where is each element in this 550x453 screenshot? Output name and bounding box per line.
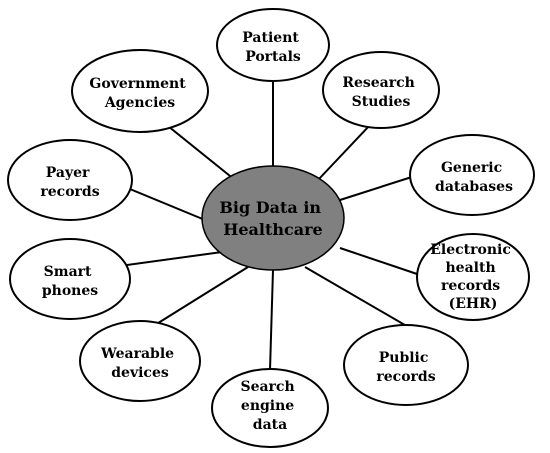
connector-electronic-health-records xyxy=(339,247,421,276)
node-smart-phones-ellipse xyxy=(9,238,131,320)
node-ehr-line-2: health xyxy=(446,260,496,276)
node-payer-records: Payer records xyxy=(7,139,133,221)
node-research-studies-line-1: Research xyxy=(342,75,414,91)
node-generic-databases: Generic databases xyxy=(409,134,535,216)
node-government-agencies: Government Agencies xyxy=(71,49,209,133)
node-payer-records-line-1: Payer xyxy=(46,165,90,181)
node-smart-phones-line-2: phones xyxy=(42,283,98,299)
node-patient-portals-line-2: Portals xyxy=(245,49,301,65)
node-search-engine-data-line-3: data xyxy=(253,417,287,433)
node-ehr-line-1: Electronic xyxy=(430,242,511,258)
node-payer-records-ellipse xyxy=(7,139,133,221)
node-government-agencies-line-1: Government xyxy=(89,76,186,92)
node-research-studies-ellipse xyxy=(322,51,440,129)
node-generic-databases-ellipse xyxy=(409,134,535,216)
node-wearable-devices-ellipse xyxy=(79,320,201,402)
hub-title-line-1: Big Data in xyxy=(219,198,321,217)
node-research-studies-label: Research Studies xyxy=(342,75,419,110)
node-patient-portals-label: Patient Portals xyxy=(242,30,303,65)
node-payer-records-label: Payer records xyxy=(40,165,99,200)
node-generic-databases-line-1: Generic xyxy=(441,160,502,176)
node-ehr-line-4: (EHR) xyxy=(449,296,498,312)
node-wearable-devices-label: Wearable devices xyxy=(100,346,179,381)
node-search-engine-data-line-1: Search xyxy=(240,379,294,395)
node-government-agencies-ellipse xyxy=(71,49,209,133)
hub: Big Data in Healthcare xyxy=(201,165,345,271)
node-patient-portals-line-1: Patient xyxy=(242,30,299,46)
node-public-records: Public records xyxy=(343,324,469,406)
node-patient-portals: Patient Portals xyxy=(216,8,330,82)
hub-title-line-2: Healthcare xyxy=(223,220,322,239)
node-electronic-health-records-label: Electronic health records (EHR) xyxy=(430,242,516,312)
connector-research-studies xyxy=(317,124,371,181)
node-public-records-ellipse xyxy=(343,324,469,406)
node-search-engine-data-label: Search engine data xyxy=(240,379,299,433)
node-generic-databases-line-2: databases xyxy=(435,179,513,195)
node-smart-phones-label: Smart phones xyxy=(42,264,98,299)
node-research-studies-line-2: Studies xyxy=(352,94,411,110)
node-research-studies: Research Studies xyxy=(322,51,440,129)
connector-wearable-devices xyxy=(154,266,249,326)
node-ehr-line-3: records xyxy=(441,278,500,294)
hub-ellipse xyxy=(201,165,345,271)
node-smart-phones: Smart phones xyxy=(9,238,131,320)
connector-generic-databases xyxy=(339,174,419,201)
hub-title: Big Data in Healthcare xyxy=(219,198,326,239)
connector-public-records xyxy=(304,266,411,329)
node-wearable-devices-line-1: Wearable xyxy=(100,346,174,362)
node-wearable-devices-line-2: devices xyxy=(111,365,169,381)
node-search-engine-data-line-2: engine xyxy=(241,398,294,414)
node-public-records-label: Public records xyxy=(376,350,435,385)
node-public-records-line-1: Public xyxy=(379,350,429,366)
connector-search-engine-data xyxy=(269,269,274,371)
node-wearable-devices: Wearable devices xyxy=(79,320,201,402)
node-public-records-line-2: records xyxy=(376,369,435,385)
node-search-engine-data-ellipse xyxy=(211,368,329,448)
node-generic-databases-label: Generic databases xyxy=(435,160,513,195)
node-electronic-health-records: Electronic health records (EHR) xyxy=(416,233,530,321)
node-search-engine-data: Search engine data xyxy=(211,368,329,448)
node-smart-phones-line-1: Smart xyxy=(44,264,92,280)
node-patient-portals-ellipse xyxy=(216,8,330,82)
node-payer-records-line-2: records xyxy=(40,184,99,200)
node-government-agencies-line-2: Agencies xyxy=(104,95,175,111)
node-government-agencies-label: Government Agencies xyxy=(89,76,190,111)
node-electronic-health-records-ellipse xyxy=(416,233,530,321)
